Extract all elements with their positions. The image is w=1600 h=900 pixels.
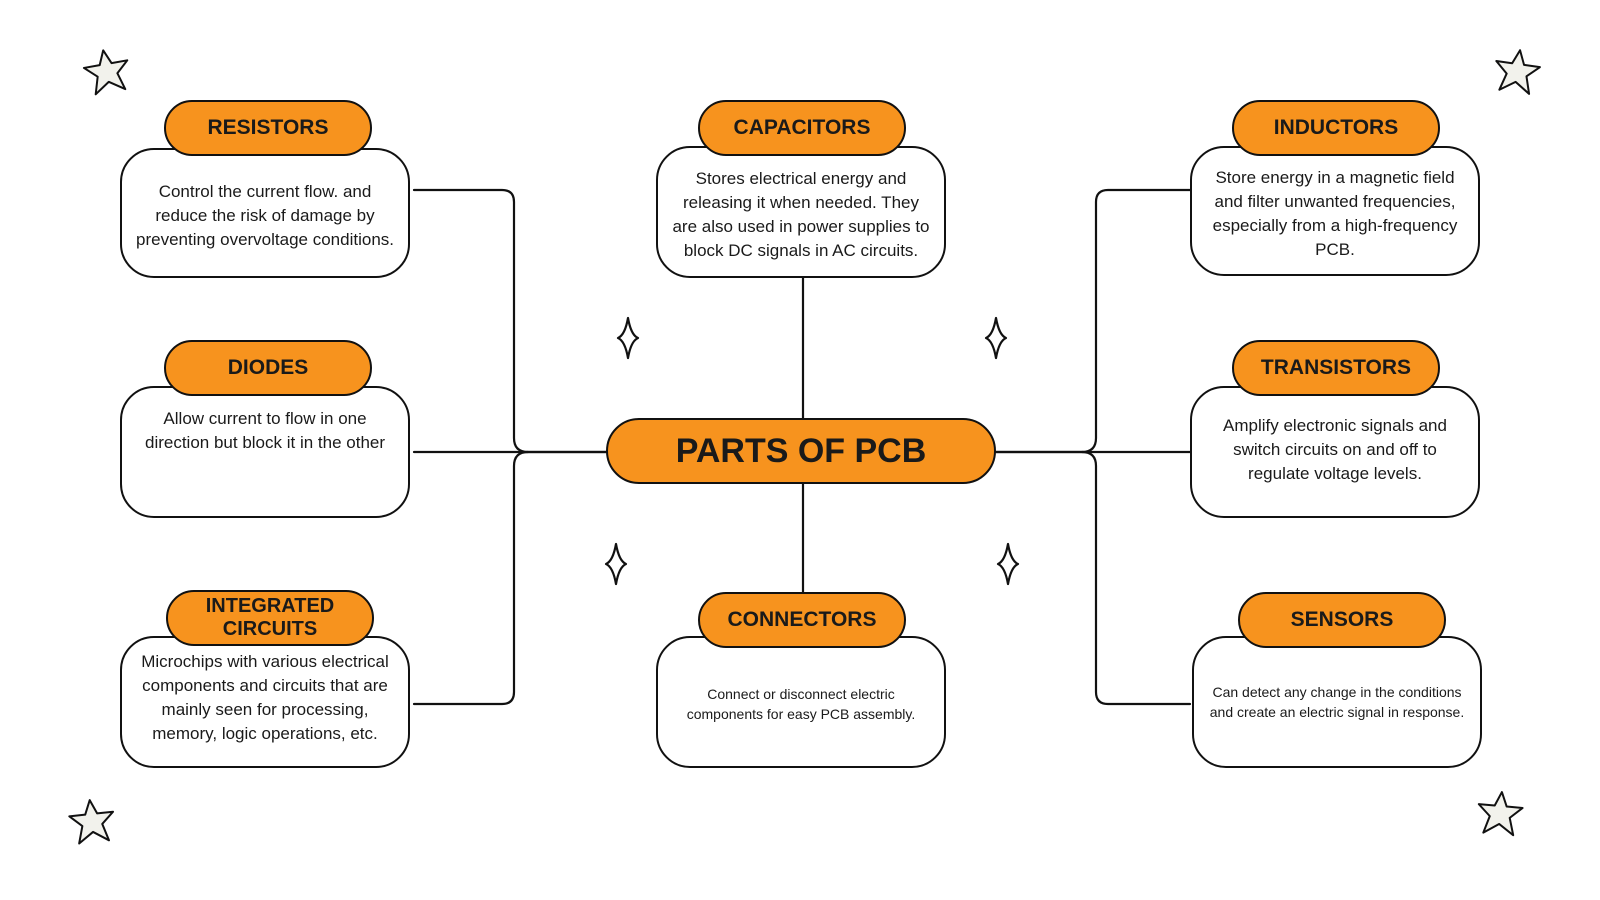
inductors-card: Store energy in a magnetic field and fil…	[1190, 146, 1480, 276]
resistors-card: Control the current flow. and reduce the…	[120, 148, 410, 278]
capacitors-label: CAPACITORS	[698, 100, 906, 156]
connectors-card: Connect or disconnect electric component…	[656, 636, 946, 768]
transistors-label: TRANSISTORS	[1232, 340, 1440, 396]
resistors-label: RESISTORS	[164, 100, 372, 156]
connector-resistors	[412, 188, 608, 454]
sensors-card: Can detect any change in the conditions …	[1192, 636, 1482, 768]
integrated-circuits-description: Microchips with various electrical compo…	[141, 652, 389, 743]
integrated-circuits-label: INTEGRATED CIRCUITS	[166, 590, 374, 646]
connector-integrated-circuits	[412, 450, 530, 706]
transistors-card: Amplify electronic signals and switch ci…	[1190, 386, 1480, 518]
connectors-description: Connect or disconnect electric component…	[686, 686, 916, 722]
inductors-description: Store energy in a magnetic field and fil…	[1212, 168, 1458, 259]
connectors-label: CONNECTORS	[698, 592, 906, 648]
central-title: PARTS OF PCB	[606, 418, 996, 484]
sensors-description: Can detect any change in the conditions …	[1209, 684, 1465, 720]
integrated-circuits-card: Microchips with various electrical compo…	[120, 636, 410, 768]
inductors-label: INDUCTORS	[1232, 100, 1440, 156]
sensors-label: SENSORS	[1238, 592, 1446, 648]
connector-inductors	[994, 188, 1192, 454]
capacitors-description: Stores electrical energy and releasing i…	[672, 169, 930, 260]
diodes-description: Allow current to flow in one direction b…	[144, 409, 386, 452]
capacitors-card: Stores electrical energy and releasing i…	[656, 146, 946, 278]
diodes-card: Allow current to flow in one direction b…	[120, 386, 410, 518]
diodes-label: DIODES	[164, 340, 372, 396]
transistors-description: Amplify electronic signals and switch ci…	[1223, 416, 1447, 483]
connector-sensors	[1080, 450, 1192, 706]
resistors-description: Control the current flow. and reduce the…	[136, 182, 394, 249]
